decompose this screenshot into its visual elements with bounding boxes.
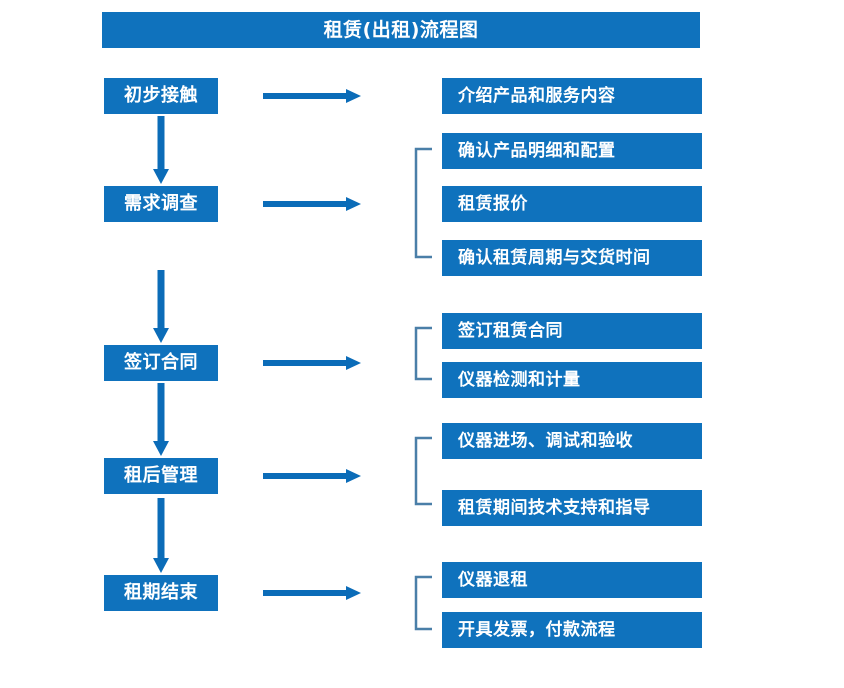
detail-box-2-1[interactable]: 确认产品明细和配置 <box>442 133 702 169</box>
detail-box-2-2[interactable]: 租赁报价 <box>442 186 702 222</box>
detail-box-3-2[interactable]: 仪器检测和计量 <box>442 362 702 398</box>
stage-box-4[interactable]: 租后管理 <box>104 458 218 494</box>
detail-box-2-3[interactable]: 确认租赁周期与交货时间 <box>442 240 702 276</box>
group-bracket-2 <box>414 147 432 259</box>
down-arrow-icon-1 <box>150 116 172 186</box>
group-bracket-5 <box>414 575 432 631</box>
detail-box-3-1[interactable]: 签订租赁合同 <box>442 313 702 349</box>
down-arrow-icon-3 <box>150 383 172 458</box>
detail-box-4-1[interactable]: 仪器进场、调试和验收 <box>442 423 702 459</box>
stage-box-5[interactable]: 租期结束 <box>104 575 218 611</box>
right-arrow-icon-1 <box>263 86 363 106</box>
detail-box-4-2[interactable]: 租赁期间技术支持和指导 <box>442 490 702 526</box>
detail-box-5-1[interactable]: 仪器退租 <box>442 562 702 598</box>
stage-box-1[interactable]: 初步接触 <box>104 78 218 114</box>
group-bracket-3 <box>414 326 432 381</box>
detail-box-1-1[interactable]: 介绍产品和服务内容 <box>442 78 702 114</box>
group-bracket-4 <box>414 436 432 506</box>
stage-box-3[interactable]: 签订合同 <box>104 345 218 381</box>
right-arrow-icon-2 <box>263 194 363 214</box>
right-arrow-icon-4 <box>263 466 363 486</box>
diagram-title: 租赁(出租)流程图 <box>102 12 700 48</box>
down-arrow-icon-4 <box>150 498 172 575</box>
right-arrow-icon-5 <box>263 583 363 603</box>
down-arrow-icon-2 <box>150 270 172 345</box>
detail-box-5-2[interactable]: 开具发票，付款流程 <box>442 612 702 648</box>
right-arrow-icon-3 <box>263 353 363 373</box>
stage-box-2[interactable]: 需求调查 <box>104 186 218 222</box>
